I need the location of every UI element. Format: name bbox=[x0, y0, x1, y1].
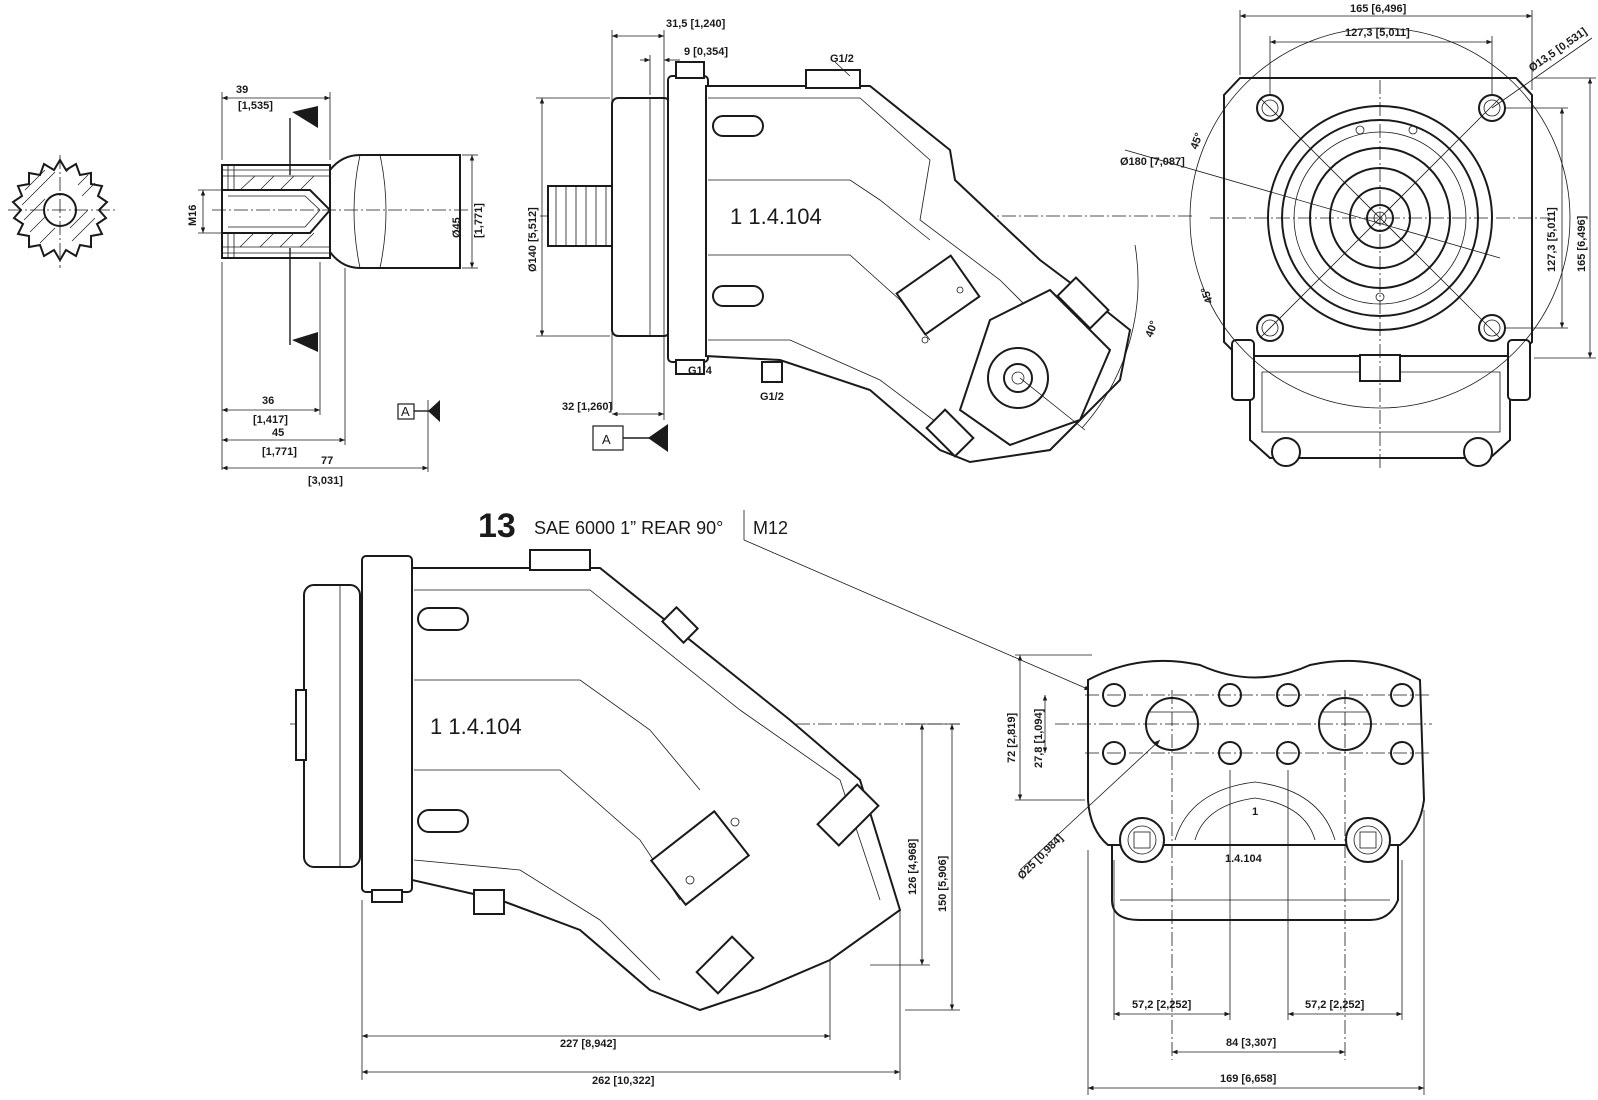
dim-32: 32 [1,260] bbox=[562, 401, 612, 413]
spline-section bbox=[8, 155, 115, 268]
port-plate-view bbox=[1015, 654, 1432, 1095]
lower-side-view bbox=[290, 549, 960, 1080]
title-text: SAE 6000 1” REAR 90° bbox=[534, 518, 723, 538]
dim-9: 9 [0,354] bbox=[684, 46, 728, 58]
plate-mark-2: 1.4.104 bbox=[1225, 853, 1263, 865]
dim-d25: Ø25 [0,984] bbox=[1016, 832, 1066, 882]
motor-side-view bbox=[536, 30, 1195, 464]
dim-31-5: 31,5 [1,240] bbox=[666, 18, 726, 30]
shaft-view bbox=[198, 92, 478, 472]
dim-126: 126 [4,968] bbox=[907, 838, 919, 895]
datum-box-large bbox=[592, 425, 624, 451]
dim-36: 36 bbox=[262, 395, 274, 407]
dim-36-in: [1,417] bbox=[253, 414, 288, 426]
dim-165-top: 165 [6,496] bbox=[1350, 3, 1407, 15]
part-marking-top: 1 1.4.104 bbox=[730, 204, 822, 229]
plate-mark-1: 1 bbox=[1252, 806, 1258, 818]
dim-39: 39 bbox=[236, 84, 248, 96]
leader-line bbox=[743, 539, 1091, 691]
dim-77-in: [3,031] bbox=[308, 475, 343, 487]
title-thread: M12 bbox=[753, 518, 788, 538]
port-g12-top: G1/2 bbox=[830, 53, 854, 65]
port-g12-bottom: G1/2 bbox=[760, 391, 784, 403]
title-number: 13 bbox=[478, 507, 516, 545]
port-g14: G1/4 bbox=[688, 365, 713, 377]
dim-77: 77 bbox=[321, 455, 333, 467]
dim-72: 72 [2,819] bbox=[1006, 713, 1018, 763]
dim-165-right: 165 [6,496] bbox=[1576, 215, 1588, 272]
dim-d140: Ø140 [5,512] bbox=[527, 207, 539, 272]
datum-label-small: A bbox=[401, 404, 410, 419]
dim-169: 169 [6,658] bbox=[1220, 1073, 1277, 1085]
dim-d45-in: [1,771] bbox=[473, 203, 485, 238]
dim-45: 45 bbox=[272, 427, 284, 439]
dim-d180: Ø180 [7,087] bbox=[1120, 156, 1185, 168]
dim-150: 150 [5,906] bbox=[937, 855, 949, 912]
part-marking-lower: 1 1.4.104 bbox=[430, 714, 522, 739]
dim-39-in: [1,535] bbox=[238, 100, 273, 112]
dim-45-in: [1,771] bbox=[262, 446, 297, 458]
dim-57-right: 57,2 [2,252] bbox=[1305, 999, 1365, 1011]
dim-127-right: 127,3 [5,011] bbox=[1546, 207, 1558, 272]
angle-45-b: 45° bbox=[1199, 285, 1216, 305]
dim-d45: Ø45 bbox=[451, 217, 463, 238]
angle-40: 40° bbox=[1144, 319, 1161, 339]
dim-27-8: 27,8 [1,094] bbox=[1033, 708, 1045, 768]
dim-84: 84 [3,307] bbox=[1226, 1037, 1276, 1049]
datum-label-large: A bbox=[602, 432, 611, 447]
dim-57-left: 57,2 [2,252] bbox=[1132, 999, 1192, 1011]
dim-d13-5: Ø13,5 [0,531] bbox=[1527, 26, 1590, 75]
angle-45-a: 45° bbox=[1189, 131, 1206, 151]
dim-227: 227 [8,942] bbox=[560, 1038, 617, 1050]
front-view bbox=[1124, 10, 1596, 470]
dim-m16: M16 bbox=[187, 205, 199, 226]
dim-127-top: 127,3 [5,011] bbox=[1345, 27, 1410, 39]
dim-262: 262 [10,322] bbox=[592, 1075, 655, 1087]
